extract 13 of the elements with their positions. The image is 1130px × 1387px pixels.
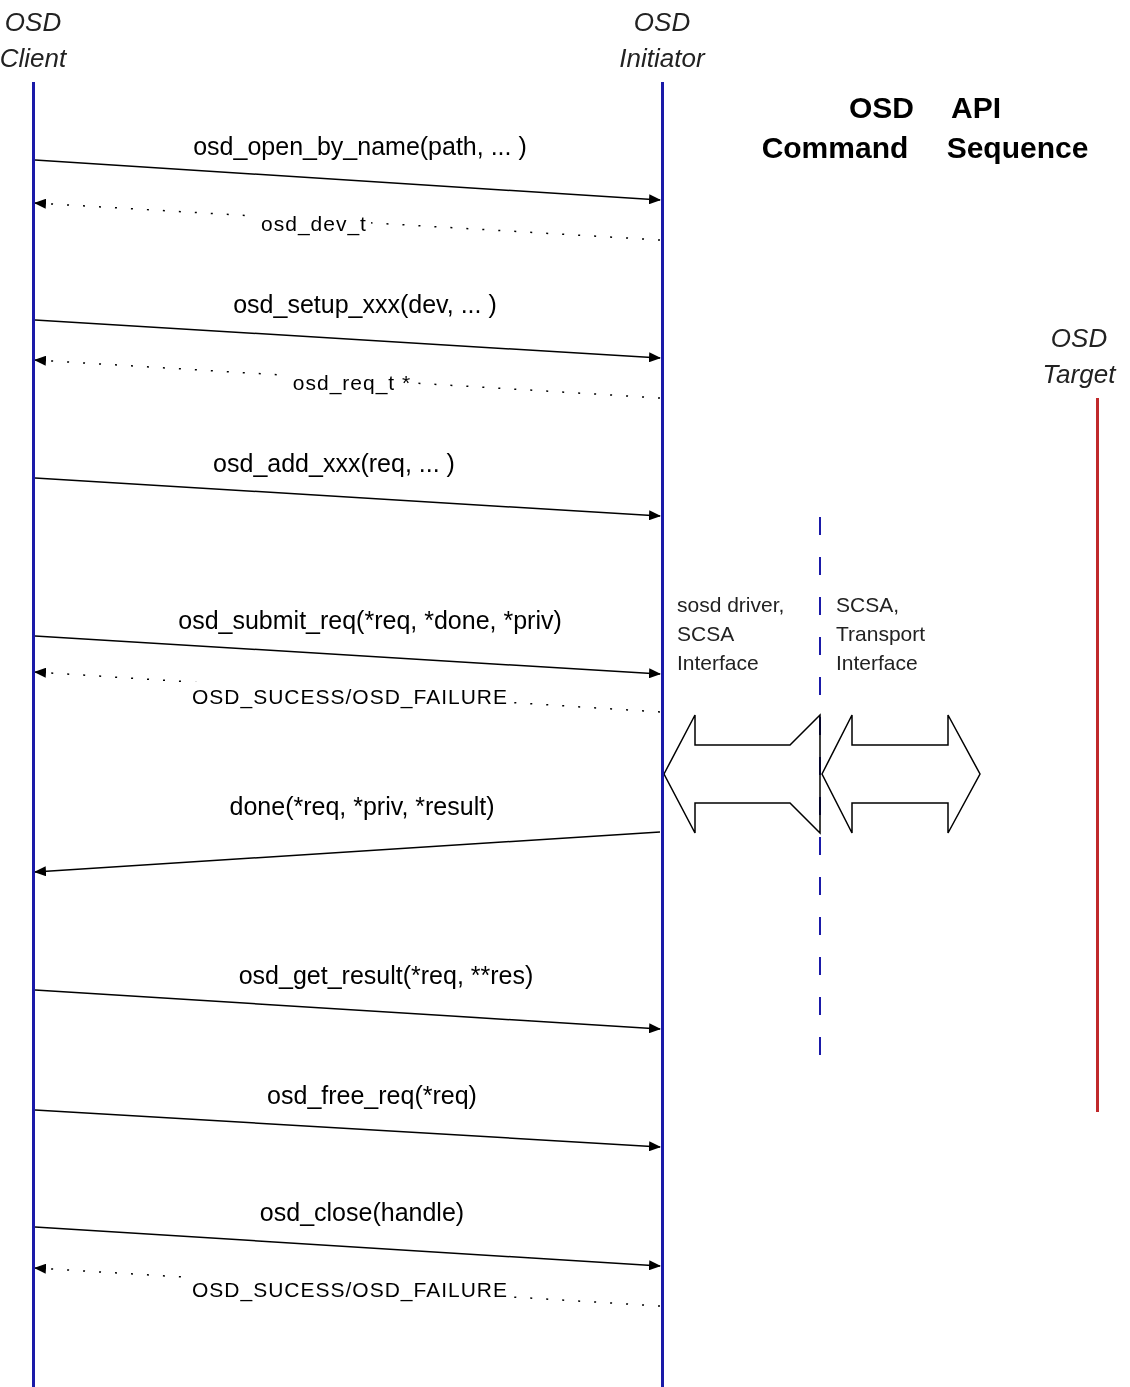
message-arrow	[34, 159, 661, 205]
message-arrow	[34, 635, 661, 679]
message-arrow	[34, 477, 661, 521]
message-arrow	[34, 1109, 661, 1152]
layer-note: sosd driver, SCSA Interface	[677, 592, 786, 676]
message-arrow	[34, 319, 661, 363]
diagram-title: OSD API Command Sequence	[760, 90, 1090, 166]
layer-note: SCSA, Transport Interface	[836, 592, 927, 676]
lifeline-header: OSD Target	[1041, 322, 1118, 391]
message-arrow	[34, 831, 661, 877]
lifeline-header: OSD Initiator	[618, 6, 707, 75]
lifeline-header: OSD Client	[0, 6, 68, 75]
message-arrow	[34, 989, 661, 1034]
